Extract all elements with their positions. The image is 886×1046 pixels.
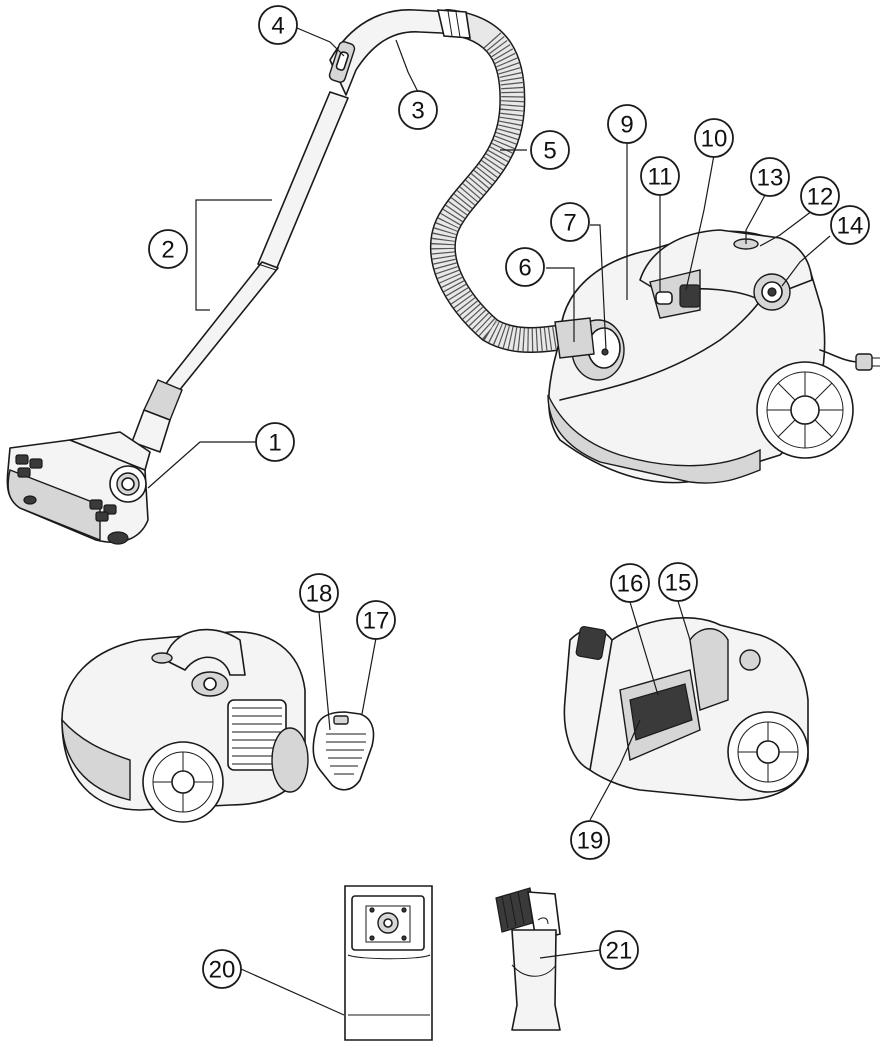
canister-body xyxy=(547,229,880,484)
callout-14: 14 xyxy=(830,205,870,245)
callout-label-9: 9 xyxy=(620,112,633,139)
open-compartment-illustration xyxy=(563,617,809,801)
callout-5: 5 xyxy=(530,130,570,170)
callout-label-2: 2 xyxy=(161,237,174,264)
leader-lines xyxy=(147,27,831,1016)
callout-label-19: 19 xyxy=(577,828,604,855)
turbo-brush-nozzle xyxy=(6,431,151,545)
callout-6: 6 xyxy=(505,247,545,287)
callout-label-14: 14 xyxy=(837,213,864,240)
callout-label-15: 15 xyxy=(665,570,692,597)
callout-20: 20 xyxy=(202,949,242,989)
callout-label-1: 1 xyxy=(268,430,281,457)
callout-label-7: 7 xyxy=(563,210,576,237)
callout-label-5: 5 xyxy=(543,138,556,165)
callout-label-16: 16 xyxy=(617,571,644,598)
handle xyxy=(328,9,471,96)
callout-12: 12 xyxy=(800,176,840,216)
callout-label-10: 10 xyxy=(701,126,728,153)
callout-9: 9 xyxy=(607,104,647,144)
callout-label-17: 17 xyxy=(363,608,390,635)
telescopic-tube xyxy=(131,91,349,453)
callout-19: 19 xyxy=(570,820,610,860)
callout-1: 1 xyxy=(255,422,295,462)
callout-17: 17 xyxy=(356,600,396,640)
flexible-hose xyxy=(429,9,588,353)
callout-10: 10 xyxy=(694,118,734,158)
callout-label-13: 13 xyxy=(757,165,784,192)
callout-label-20: 20 xyxy=(209,957,236,984)
callout-7: 7 xyxy=(550,202,590,242)
callout-13: 13 xyxy=(750,157,790,197)
brush-tool-illustration xyxy=(495,887,561,1031)
callout-21: 21 xyxy=(599,930,639,970)
main-vacuum-illustration xyxy=(6,9,880,545)
callout-4: 4 xyxy=(258,5,298,45)
dust-bag-illustration xyxy=(344,885,433,1041)
callout-label-21: 21 xyxy=(606,938,633,965)
callout-label-12: 12 xyxy=(807,184,834,211)
callout-label-3: 3 xyxy=(411,98,424,125)
rear-view-illustration xyxy=(61,628,375,823)
callout-16: 16 xyxy=(610,563,650,603)
callout-3: 3 xyxy=(398,90,438,130)
callout-label-4: 4 xyxy=(271,13,284,40)
callout-label-18: 18 xyxy=(306,581,333,608)
callout-label-11: 11 xyxy=(648,164,673,191)
callout-label-6: 6 xyxy=(518,255,531,282)
callout-2: 2 xyxy=(148,229,188,269)
callout-11: 11 xyxy=(640,156,680,196)
callout-18: 18 xyxy=(299,573,339,613)
callout-15: 15 xyxy=(658,562,698,602)
